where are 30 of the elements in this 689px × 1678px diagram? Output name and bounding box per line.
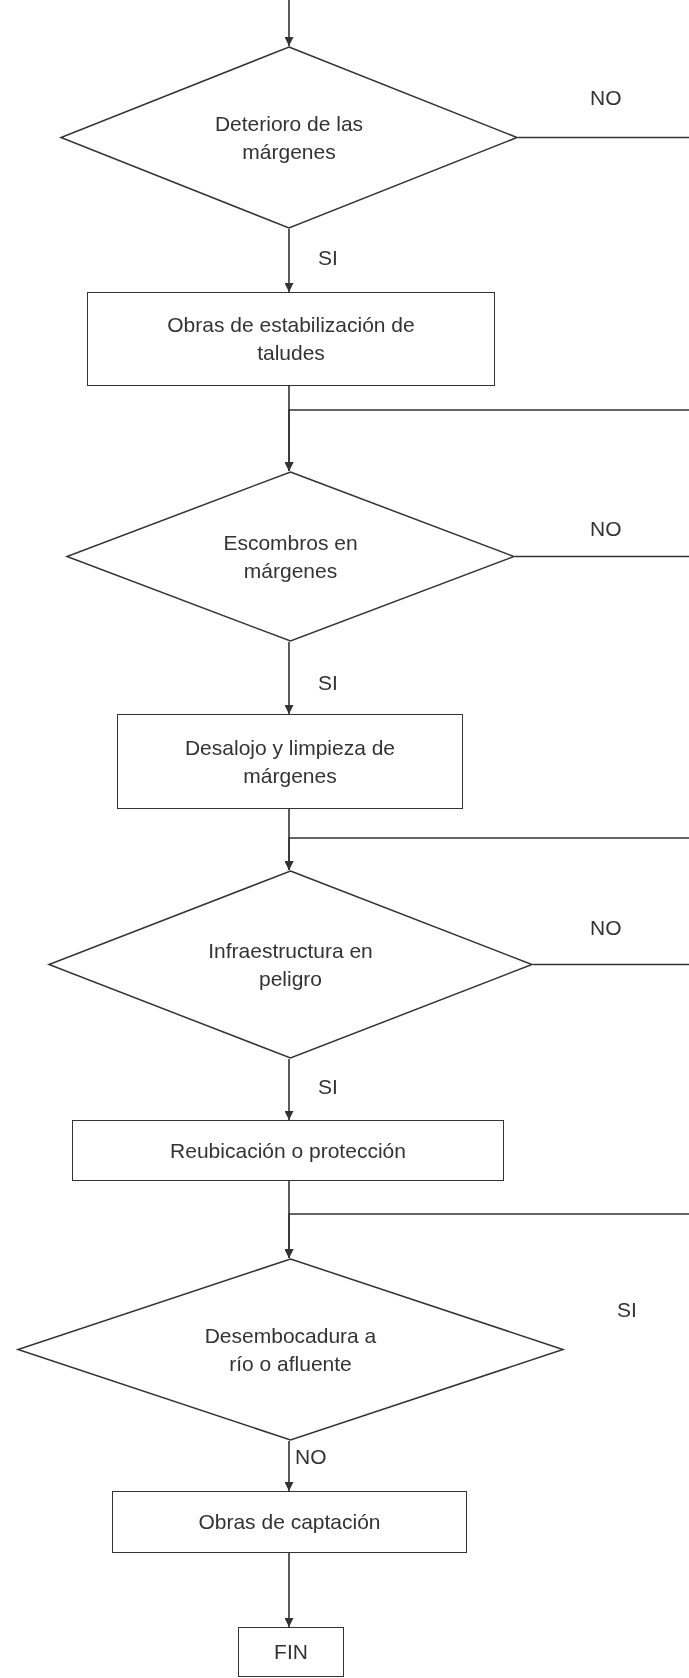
node-text: Escombros en márgenes	[222, 529, 359, 584]
arrow	[284, 409, 689, 472]
process-box	[72, 1120, 504, 1181]
node-text: Desalojo y limpieza de márgenes	[183, 734, 397, 789]
decision-diamond	[66, 471, 515, 642]
node-text: FIN	[274, 1639, 308, 1665]
connector-line	[532, 963, 689, 966]
process-box	[112, 1491, 467, 1553]
node-text: Desembocadura a río o afluente	[203, 1322, 378, 1377]
arrow	[284, 837, 689, 871]
arrow	[284, 641, 294, 715]
process-box	[117, 714, 463, 809]
arrow	[284, 228, 294, 293]
decision-diamond	[60, 46, 518, 229]
node-text: Infraestructura en peligro	[207, 937, 374, 992]
arrow	[284, 0, 294, 47]
node-text: Deterioro de las márgenes	[214, 110, 364, 165]
connector-line	[514, 555, 689, 558]
arrow	[284, 1440, 294, 1492]
process-box	[87, 292, 495, 386]
arrow	[284, 1552, 294, 1628]
node-text: Reubicación o protección	[170, 1137, 406, 1164]
decision-diamond	[48, 870, 533, 1059]
node-text: Obras de estabilización de taludes	[166, 312, 416, 366]
arrow	[284, 1213, 689, 1259]
end-box	[238, 1627, 344, 1677]
node-text: Obras de captación	[198, 1509, 381, 1535]
decision-diamond	[17, 1258, 564, 1441]
connector-line	[517, 136, 689, 139]
arrow	[284, 1058, 294, 1121]
